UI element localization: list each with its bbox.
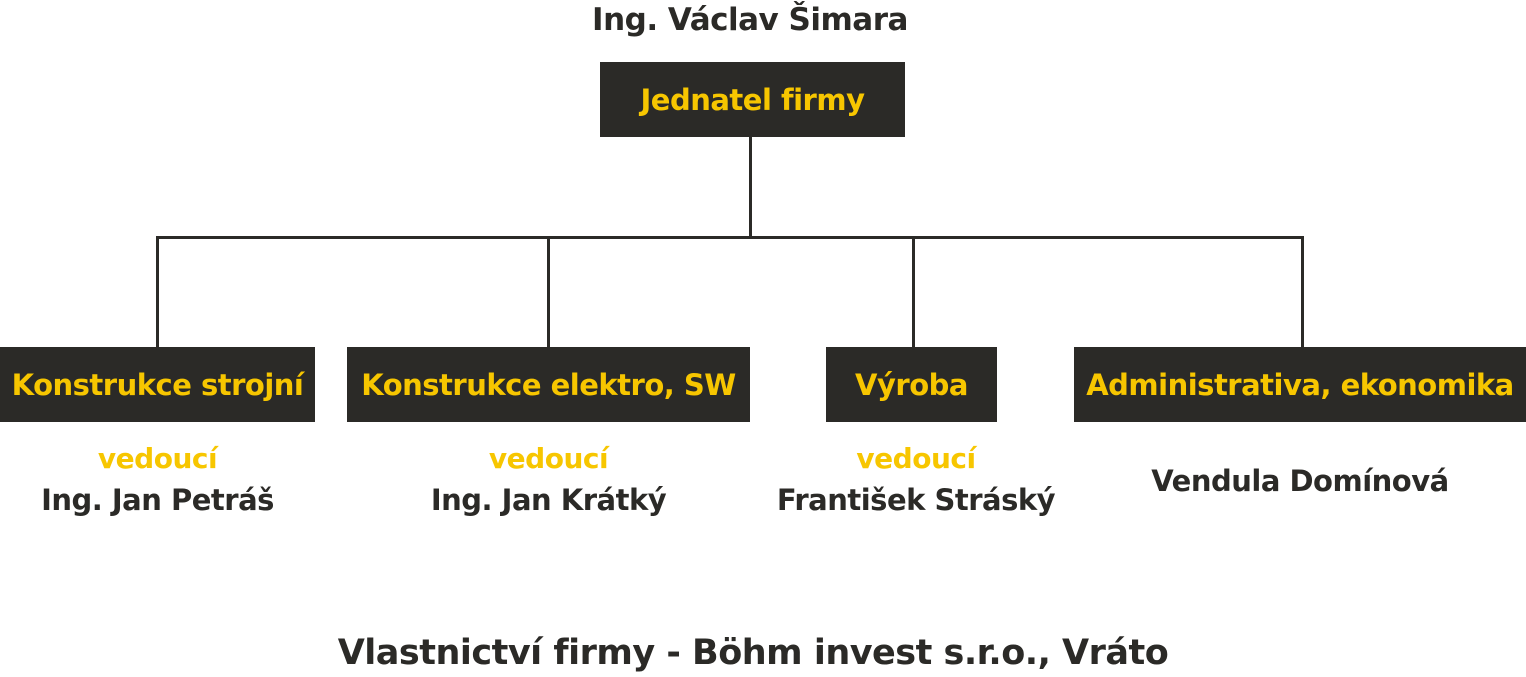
- director-title: Jednatel firmy: [640, 82, 865, 117]
- department-box-konstrukce-strojni: Konstrukce strojní: [0, 347, 315, 422]
- department-role: vedoucí: [856, 442, 976, 475]
- department-title: Konstrukce elektro, SW: [361, 367, 736, 402]
- department-person: František Stráský: [776, 483, 1056, 517]
- department-role: vedoucí: [488, 442, 609, 475]
- department-title: Administrativa, ekonomika: [1086, 367, 1514, 402]
- department-title: Výroba: [855, 367, 968, 402]
- director-title-box: Jednatel firmy: [600, 62, 905, 137]
- connector-dept-1: [156, 236, 159, 348]
- department-box-vyroba: Výroba: [826, 347, 997, 422]
- ownership-footer: Vlastnictví firmy - Böhm invest s.r.o., …: [337, 633, 1169, 673]
- connector-horizontal: [156, 236, 1304, 239]
- department-title: Konstrukce strojní: [11, 367, 304, 402]
- department-person: Ing. Jan Krátký: [430, 483, 667, 517]
- department-person: Vendula Domínová: [1151, 464, 1449, 498]
- connector-dept-3: [912, 236, 915, 348]
- connector-dept-4: [1301, 236, 1304, 348]
- department-box-konstrukce-elektro: Konstrukce elektro, SW: [347, 347, 750, 422]
- director-name: Ing. Václav Šimara: [592, 2, 908, 38]
- department-role: vedoucí: [97, 442, 218, 475]
- department-box-administrativa: Administrativa, ekonomika: [1074, 347, 1526, 422]
- connector-dept-2: [547, 236, 550, 348]
- connector-director-down: [749, 137, 752, 238]
- department-person: Ing. Jan Petráš: [41, 483, 274, 517]
